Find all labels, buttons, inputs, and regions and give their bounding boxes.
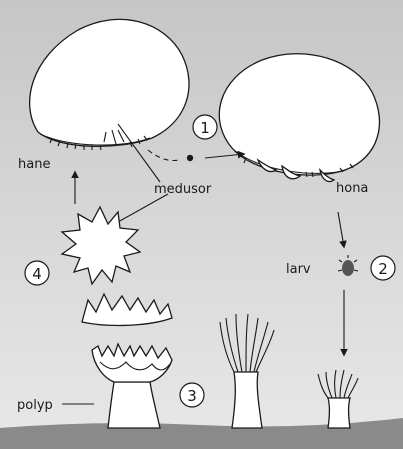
label-hane: hane <box>18 157 50 172</box>
step-number-4: 4 <box>32 265 42 283</box>
sperm-cell <box>187 155 193 161</box>
step-number-2: 2 <box>378 260 388 278</box>
label-larv: larv <box>286 262 311 277</box>
step-number-1: 1 <box>200 119 210 137</box>
label-polyp: polyp <box>17 398 53 413</box>
step-number-3: 3 <box>187 387 197 405</box>
label-hona: hona <box>336 181 368 196</box>
label-medusor: medusor <box>154 182 212 197</box>
